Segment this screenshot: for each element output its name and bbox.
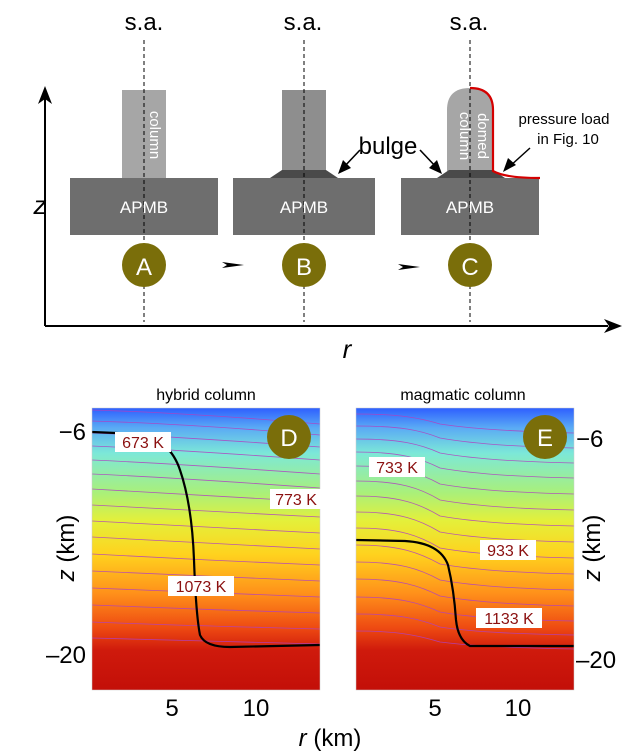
x-axis-var: r	[299, 725, 308, 752]
panel-badge-d	[267, 415, 311, 459]
x-tick-left-10: 10	[243, 695, 270, 722]
panel-d-title: hybrid column	[156, 387, 256, 404]
pressure-note-1: pressure load	[519, 111, 610, 128]
svg-text:933 K: 933 K	[487, 543, 529, 560]
apmb-label-b: APMB	[280, 198, 328, 217]
x-tick-right-5: 5	[428, 695, 441, 722]
temp-label-e-2: 933 K	[480, 540, 536, 560]
y-tick-bottom-left: –20	[46, 642, 86, 669]
svg-text:773 K: 773 K	[275, 492, 317, 509]
temp-label-e-1: 733 K	[369, 457, 425, 477]
stage-a	[70, 40, 218, 322]
pressure-note-2: in Fig. 10	[537, 131, 599, 148]
panel-badge-e-label: E	[537, 425, 553, 452]
svg-text:733 K: 733 K	[376, 460, 418, 477]
stage-badge-c	[448, 243, 492, 287]
progress-arrow-2	[398, 264, 420, 270]
svg-text:673 K: 673 K	[122, 435, 164, 452]
apmb-label-c: APMB	[446, 198, 494, 217]
y-tick-top-right: −6	[576, 426, 603, 453]
panel-badge-e	[523, 415, 567, 459]
stage-label-b: B	[296, 254, 312, 281]
pressure-note-arrow	[503, 147, 531, 172]
x-axis-unit: (km)	[313, 725, 361, 752]
svg-text:1133 K: 1133 K	[484, 611, 534, 628]
stage-b	[233, 40, 375, 322]
panel-badge-d-label: D	[280, 425, 297, 452]
panel-e-title: magmatic column	[400, 387, 525, 404]
temp-label-d-1: 673 K	[115, 432, 171, 452]
stage-badge-b	[282, 243, 326, 287]
stage-label-a: A	[136, 254, 152, 281]
column-b	[282, 90, 326, 171]
y-tick-top-left: −6	[59, 419, 86, 446]
sa-label-b: s.a.	[284, 9, 323, 36]
column-boundary-e	[356, 538, 574, 648]
bulge-c	[437, 170, 505, 178]
y-tick-bottom-right: –20	[576, 647, 616, 674]
domed-column-c	[447, 88, 493, 171]
apmb-label-a: APMB	[120, 198, 168, 217]
sa-label-a: s.a.	[125, 9, 164, 36]
y-axis-label-right: z (km)	[579, 515, 606, 583]
temp-label-d-2: 773 K	[270, 489, 322, 509]
x-axis-label: r (km)	[299, 725, 362, 752]
svg-text:1073 K: 1073 K	[176, 579, 227, 596]
stage-badge-a	[122, 243, 166, 287]
stage-c	[401, 40, 541, 322]
domed-label-2: column	[456, 112, 473, 160]
domed-label-1: domed	[474, 113, 491, 159]
temp-label-e-3: 1133 K	[476, 608, 542, 628]
schematic-axes	[38, 86, 622, 333]
bulge-arrows	[338, 149, 442, 174]
column-boundary-d	[92, 430, 320, 649]
stage-label-c: C	[461, 254, 478, 281]
bulge-label: bulge	[359, 133, 418, 160]
column-label-a: column	[146, 111, 163, 159]
z-axis-label: z	[33, 190, 47, 220]
x-tick-right-10: 10	[505, 695, 532, 722]
r-axis-label: r	[343, 334, 353, 364]
progress-arrow-1	[222, 262, 244, 268]
x-tick-left-5: 5	[165, 695, 178, 722]
temp-label-d-3: 1073 K	[168, 576, 234, 596]
y-axis-label-left: z (km)	[53, 515, 80, 583]
pressure-load-line	[469, 86, 541, 180]
sa-label-c: s.a.	[450, 9, 489, 36]
